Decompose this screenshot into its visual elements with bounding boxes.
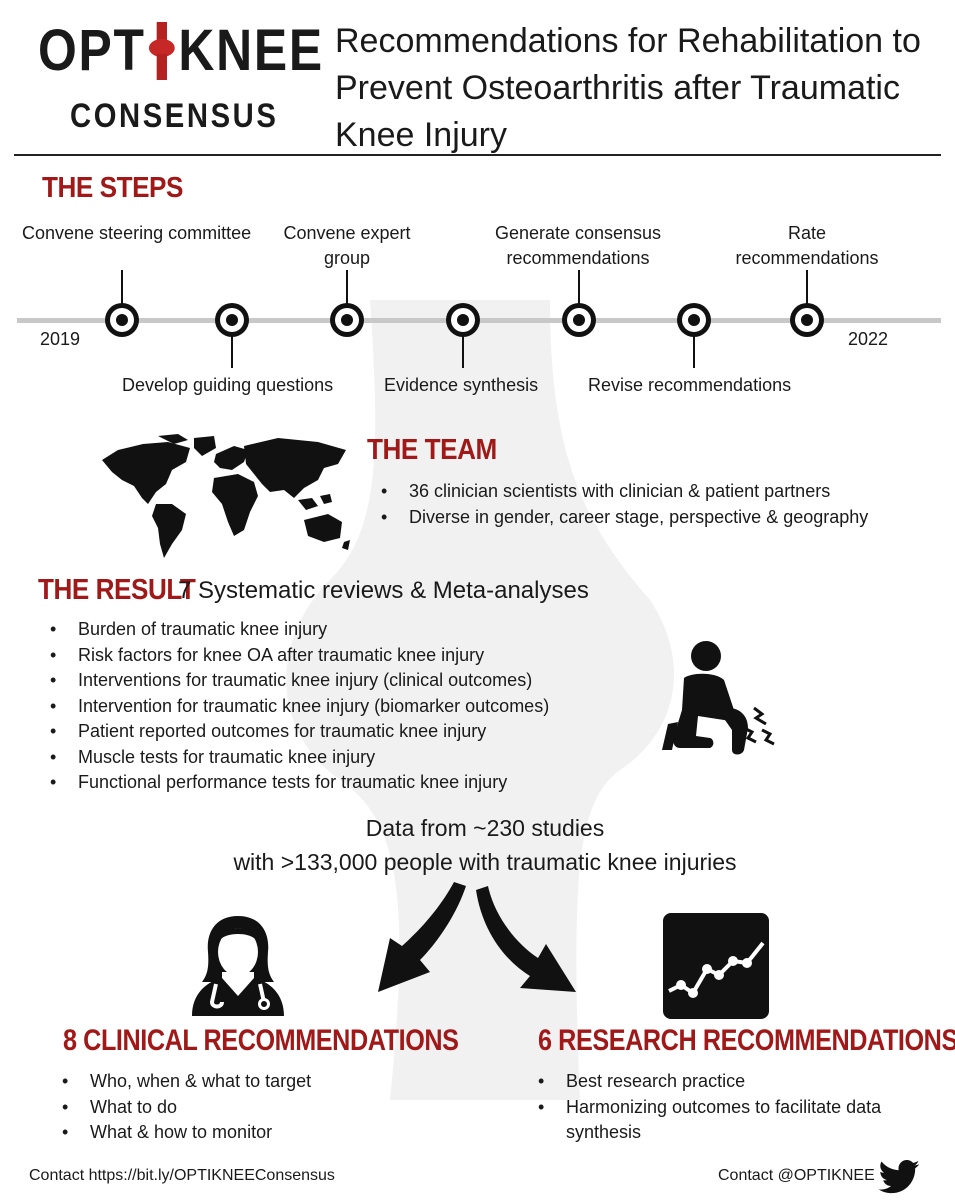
logo-wordmark: OPT KNEE (38, 22, 324, 80)
logo-part-opt: OPT (38, 18, 146, 83)
list-item: Best research practice (538, 1069, 918, 1095)
list-item: Muscle tests for traumatic knee injury (50, 745, 650, 771)
timeline-stem (578, 270, 580, 305)
footer-contact-twitter[interactable]: Contact @OPTIKNEE (718, 1167, 875, 1184)
list-item: Burden of traumatic knee injury (50, 617, 650, 643)
timeline-marker-icon (215, 303, 249, 337)
list-item: Harmonizing outcomes to facilitate data … (538, 1095, 918, 1146)
knee-joint-logo-icon (149, 22, 175, 80)
logo-subtitle: CONSENSUS (70, 97, 279, 135)
list-item: Patient reported outcomes for traumatic … (50, 719, 650, 745)
step-label-steering: Convene steering committee (22, 223, 252, 243)
timeline-marker-icon (446, 303, 480, 337)
timeline-marker-icon (330, 303, 364, 337)
list-item: What & how to monitor (62, 1120, 462, 1146)
step-label-expert: Convene expert group (283, 223, 411, 268)
timeline-marker-icon (790, 303, 824, 337)
timeline-start-year: 2019 (40, 329, 81, 349)
list-item: Risk factors for knee OA after traumatic… (50, 643, 650, 669)
data-summary-line2: with >133,000 people with traumatic knee… (233, 849, 737, 875)
list-item: Functional performance tests for traumat… (50, 770, 650, 796)
timeline-stem (693, 335, 695, 368)
list-item: Diverse in gender, career stage, perspec… (381, 505, 941, 531)
team-list: 36 clinician scientists with clinician &… (381, 479, 941, 530)
page-title: Recommendations for Rehabilitation to Pr… (335, 22, 921, 154)
clinical-list: Who, when & what to target What to do Wh… (62, 1069, 462, 1146)
header-divider (14, 154, 941, 156)
timeline-stem (806, 270, 808, 305)
step-label-rate: Rate recommendations (735, 223, 879, 268)
clinician-stethoscope-icon (192, 916, 284, 1016)
research-list: Best research practice Harmonizing outco… (538, 1069, 918, 1146)
footer-contact-link[interactable]: Contact https://bit.ly/OPTIKNEEConsensus (29, 1167, 335, 1184)
timeline-stem (346, 270, 348, 305)
world-map-icon (102, 434, 350, 558)
logo-part-knee: KNEE (178, 18, 324, 83)
split-arrows-icon (378, 882, 576, 992)
list-item: 36 clinician scientists with clinician &… (381, 479, 941, 505)
list-item: Interventions for traumatic knee injury … (50, 668, 650, 694)
timeline-marker-icon (677, 303, 711, 337)
line-chart-icon (663, 913, 769, 1019)
timeline-marker-icon (562, 303, 596, 337)
step-label-generate: Generate consensus recommendations (494, 223, 662, 268)
step-label-revise: Revise recommendations (588, 375, 792, 395)
result-heading: THE RESULT (38, 574, 196, 606)
result-subtitle: 7 Systematic reviews & Meta-analyses (178, 577, 589, 604)
step-label-guiding: Develop guiding questions (122, 375, 334, 395)
step-label-evidence: Evidence synthesis (384, 375, 539, 395)
timeline-stem (231, 335, 233, 368)
research-heading: 6 RESEARCH RECOMMENDATIONS (538, 1024, 955, 1057)
list-item: Intervention for traumatic knee injury (… (50, 694, 650, 720)
team-heading: THE TEAM (367, 434, 497, 466)
timeline-marker-icon (105, 303, 139, 337)
data-summary: Data from ~230 studies with >133,000 peo… (190, 811, 780, 879)
list-item: What to do (62, 1095, 462, 1121)
timeline-stem (121, 270, 123, 305)
knee-pain-person-icon (662, 641, 775, 755)
timeline-stem (462, 335, 464, 368)
steps-heading: THE STEPS (42, 172, 183, 204)
result-list: Burden of traumatic knee injury Risk fac… (50, 617, 650, 796)
data-summary-line1: Data from ~230 studies (365, 815, 605, 841)
clinical-heading: 8 CLINICAL RECOMMENDATIONS (63, 1024, 459, 1057)
timeline-end-year: 2022 (848, 329, 889, 349)
twitter-bird-icon[interactable] (878, 1160, 920, 1194)
list-item: Who, when & what to target (62, 1069, 462, 1095)
